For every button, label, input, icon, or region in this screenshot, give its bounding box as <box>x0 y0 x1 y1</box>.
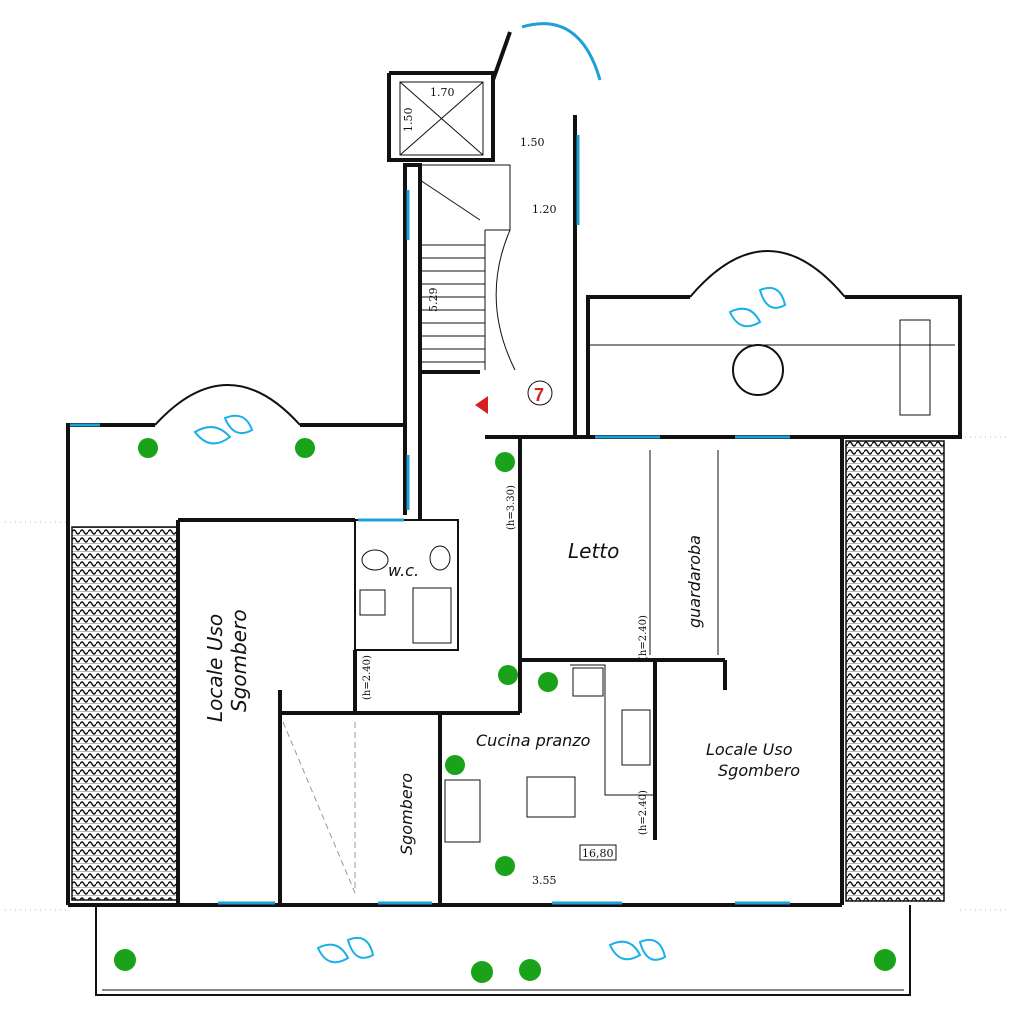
dim-kitchen-area: 16,80 <box>582 847 614 860</box>
kitchen-furniture <box>444 667 651 843</box>
blue-figures <box>193 286 787 964</box>
room-label-locale-right-1: Locale Uso <box>706 740 793 759</box>
unit-marker: 7 <box>475 380 553 414</box>
room-label-sgombero: Sgombero <box>397 773 416 855</box>
unit-number: 7 <box>534 385 544 405</box>
kitchen-area-box <box>579 844 617 861</box>
wc-fixtures <box>359 545 452 644</box>
room-label-letto: Letto <box>568 539 619 563</box>
dim-height-letto: (h=3.30) <box>506 485 517 530</box>
dim-landing-2: 1.20 <box>532 203 557 216</box>
staircase <box>419 164 516 371</box>
roof-tiles-right <box>845 440 945 902</box>
windows <box>70 22 790 905</box>
dim-height-kitchen: (h=2.40) <box>638 790 649 835</box>
guide-lines <box>5 436 1008 911</box>
walls <box>66 31 962 996</box>
room-label-wc: w.c. <box>388 561 419 580</box>
plants <box>114 438 896 983</box>
dim-landing-1: 1.50 <box>520 136 545 149</box>
dim-height-guardaroba: (h=2.40) <box>638 615 649 660</box>
room-label-cucina-pranzo: Cucina pranzo <box>476 731 591 750</box>
dim-kitchen-width: 3.55 <box>532 874 557 887</box>
entrance-arrow-icon <box>475 396 488 414</box>
terrace-arches <box>154 250 846 426</box>
room-label-locale-left-2: Sgombero <box>227 609 251 712</box>
room-label-locale-left-1: Locale Uso <box>203 614 227 722</box>
room-label-locale-right-2: Sgombero <box>718 761 800 780</box>
roof-tiles-left <box>71 526 179 901</box>
dim-height-corridor: (h=2.40) <box>362 655 373 700</box>
dim-elevator-width: 1.70 <box>430 86 455 99</box>
dim-elevator-depth: 1.50 <box>402 108 415 133</box>
dim-stair-length: 5.29 <box>427 288 440 313</box>
dashed-lines <box>282 721 356 894</box>
room-label-guardaroba: guardaroba <box>685 535 704 628</box>
terrace-furniture <box>588 319 955 416</box>
elevator <box>399 81 484 156</box>
